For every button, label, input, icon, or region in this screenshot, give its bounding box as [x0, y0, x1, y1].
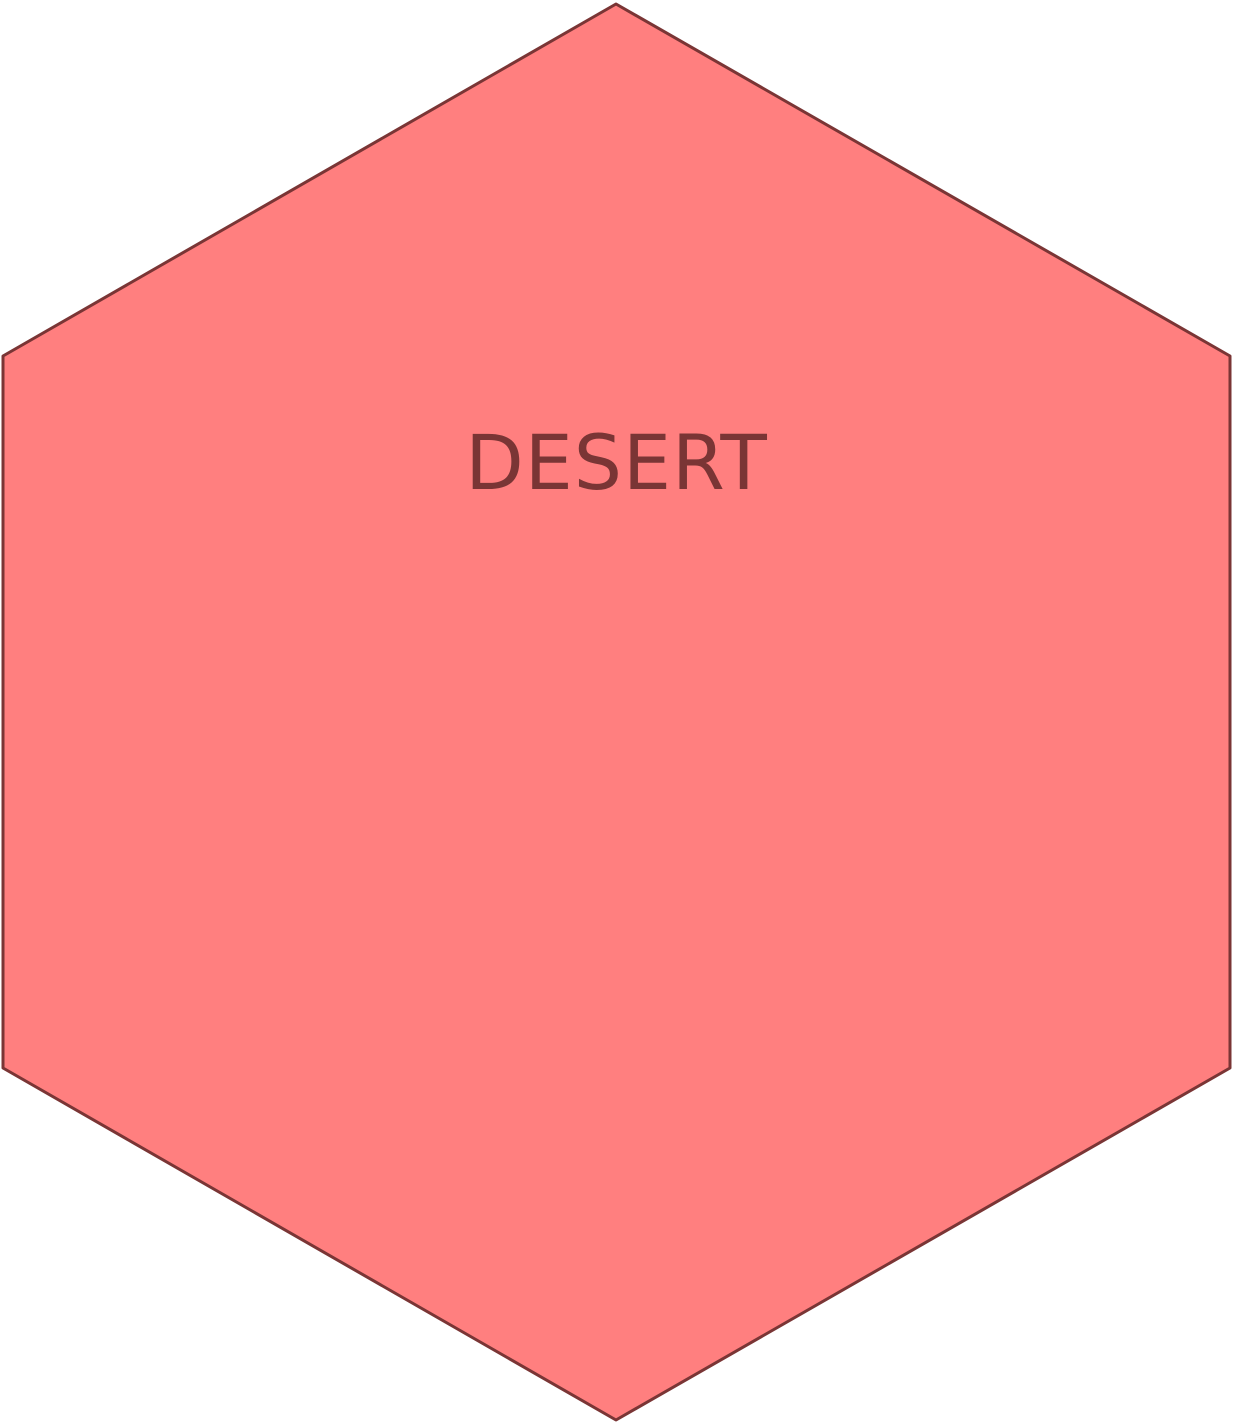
- terrain-label: DESERT: [465, 418, 768, 507]
